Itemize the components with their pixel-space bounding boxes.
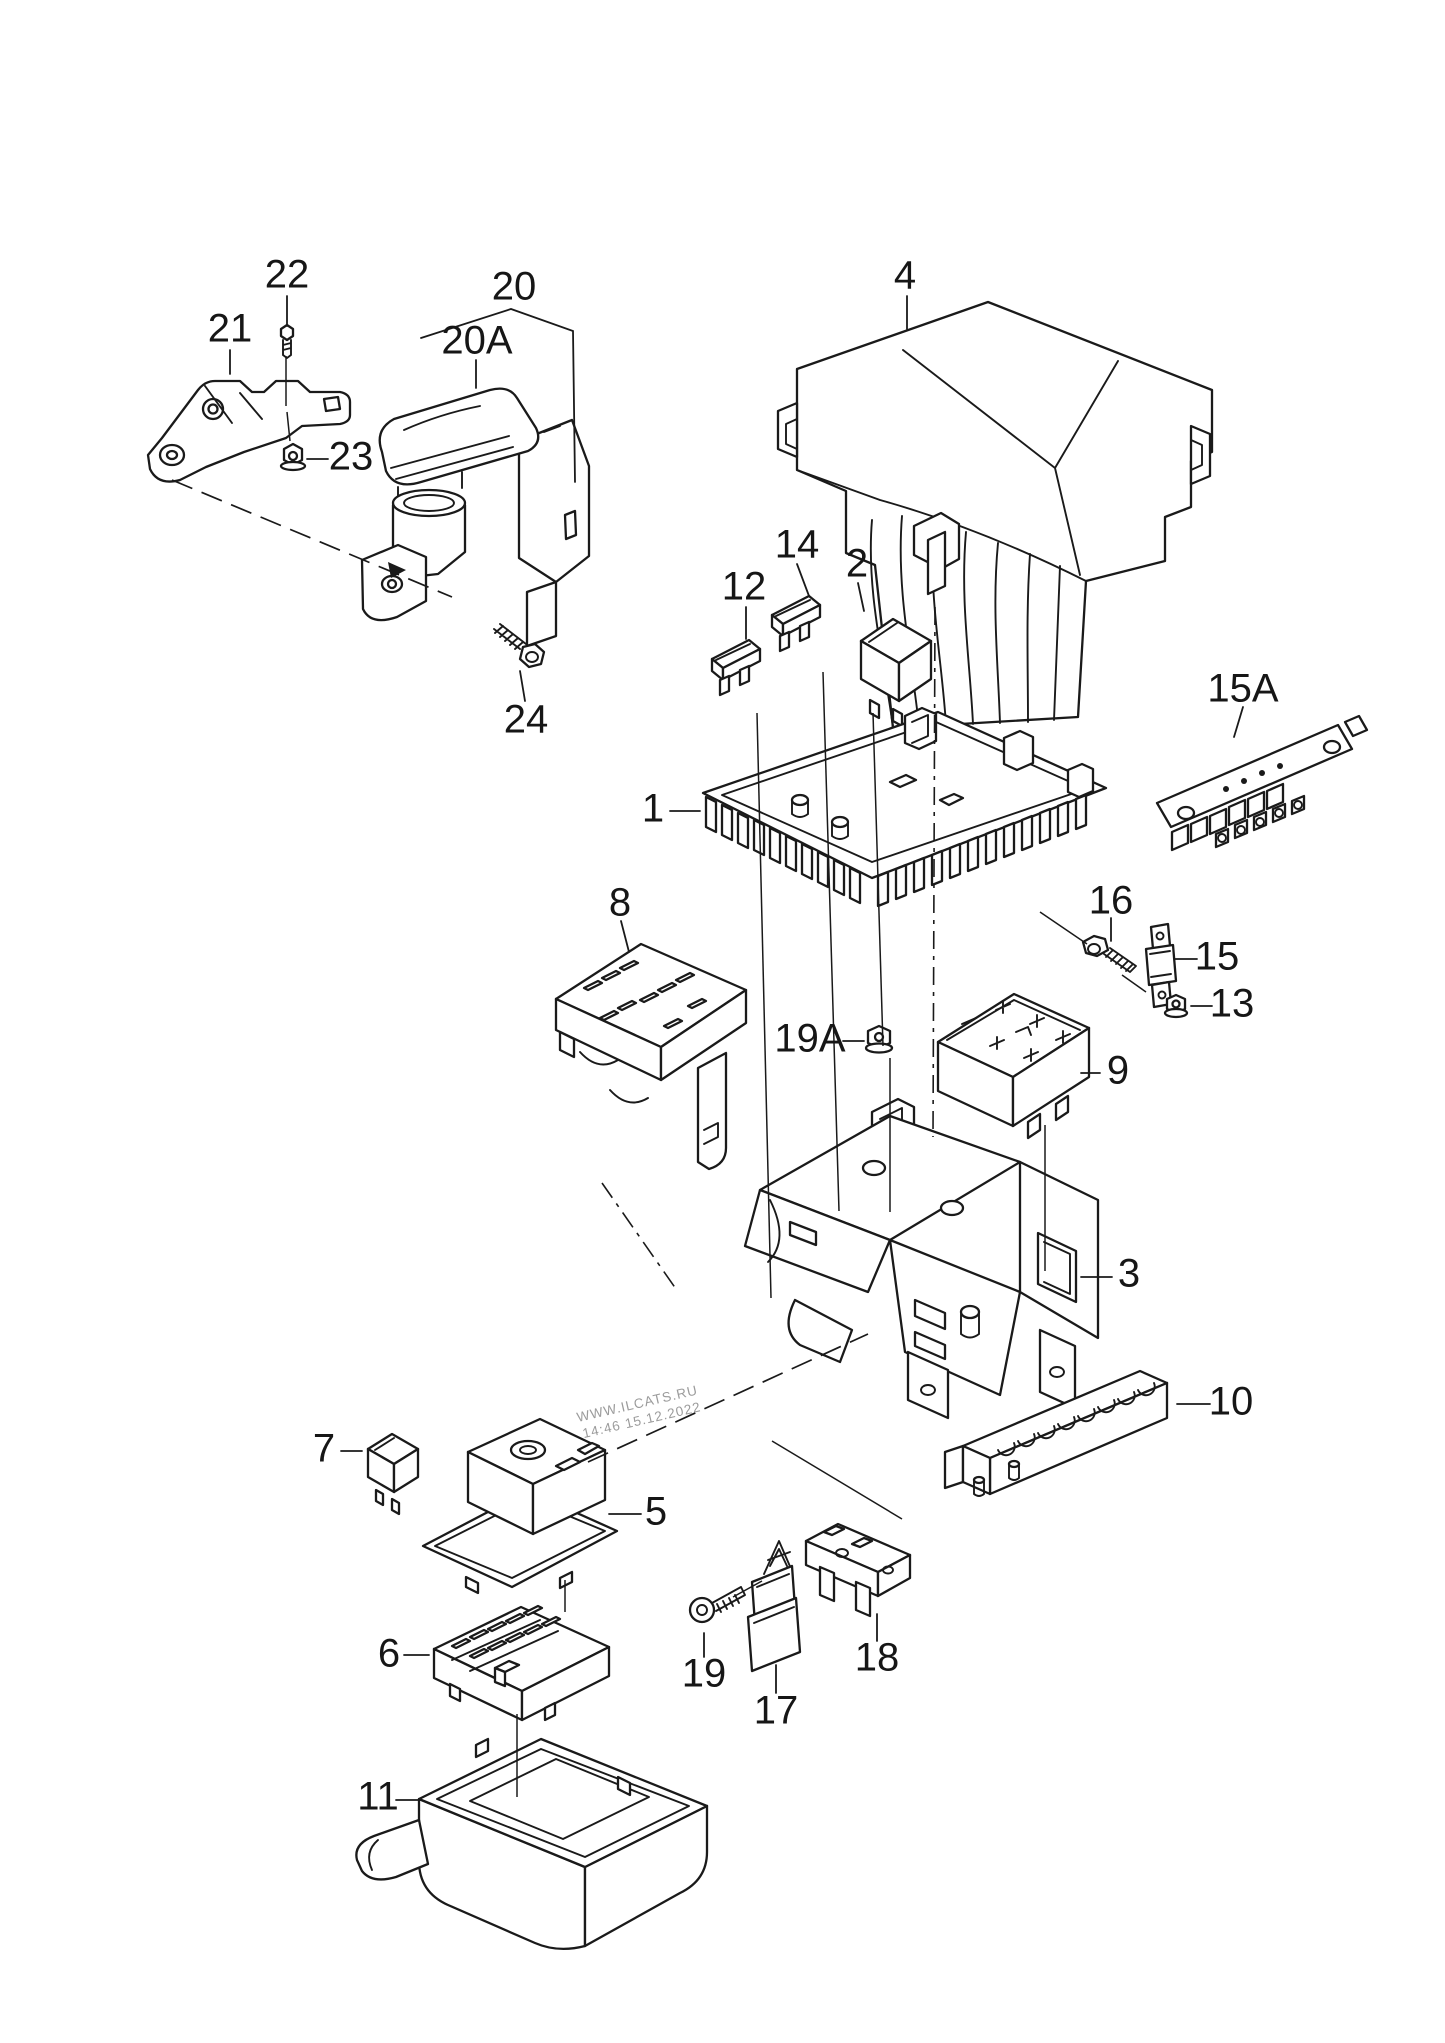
part-9-terminal-cover-drawing [936,992,1091,1140]
part-15-fusible-link-drawing [1144,922,1178,1009]
part-10-cable-guide-drawing [943,1369,1169,1497]
callout-14: 14 [775,523,820,567]
part-4-cover-drawing [776,300,1214,730]
callout-15: 15 [1195,935,1240,979]
callout-18: 18 [855,1636,900,1680]
callout-20: 20 [492,265,537,309]
part-2-relay-drawing [859,617,933,728]
callout-5: 5 [645,1490,667,1534]
callout-24: 24 [504,698,549,742]
callout-6: 6 [378,1632,400,1676]
part-13-nut-drawing [1163,993,1189,1019]
callout-11: 11 [357,1775,399,1819]
callout-12: 12 [722,565,767,609]
part-5-control-unit-drawing [421,1417,619,1595]
callout-8: 8 [609,881,631,925]
callout-23: 23 [329,435,374,479]
callout-7: 7 [313,1427,335,1471]
part-16-bolt-drawing [1081,934,1137,973]
callout-22: 22 [265,253,310,297]
part-19a-nut-drawing [864,1024,894,1054]
callout-leader-lines [229,295,1244,1801]
callout-10: 10 [1209,1380,1254,1424]
callout-21: 21 [208,307,253,351]
part-6-connector-holder-drawing [432,1604,611,1722]
part-14-fuse-drawing [770,594,822,653]
callout-4: 4 [894,254,916,298]
callout-19: 19 [682,1652,727,1696]
part-11-bottom-tray-drawing [355,1737,709,1951]
callout-20a: 20A [441,319,512,363]
callout-16: 16 [1089,879,1134,923]
assembly-axis-lines [171,356,1147,1797]
part-8-relay-carrier-drawing [554,942,748,1171]
part-12-fuse-drawing [710,638,762,697]
part-1-fuse-box-drawing [701,706,1108,908]
watermark: WWW.ILCATS.RU 14:46 15.12.2022 [575,1382,702,1441]
callout-2: 2 [846,542,868,586]
callout-labels: 22 21 23 20 20A 24 4 12 14 2 1 8 15A 16 … [208,253,1279,1819]
callout-19a: 19A [774,1017,845,1061]
callout-1: 1 [642,787,664,831]
callout-13: 13 [1210,982,1255,1026]
part-23-nut-drawing [279,442,307,472]
part-24-bolt-drawing [493,623,546,669]
part-21-bracket-drawing [146,379,352,483]
callout-15a: 15A [1207,667,1278,711]
part-7-relay-drawing [366,1432,420,1516]
part-17-clip-drawing [746,1540,802,1673]
callout-17: 17 [754,1689,799,1733]
callout-3: 3 [1118,1252,1140,1296]
part-15a-fuse-strip-drawing [1155,714,1369,852]
part-18-retainer-drawing [804,1522,912,1618]
part-22-stud-drawing [279,323,295,359]
part-19-screw-drawing [688,1586,746,1624]
callout-9: 9 [1107,1049,1129,1093]
part-20a-assembly-drawing [360,387,591,648]
